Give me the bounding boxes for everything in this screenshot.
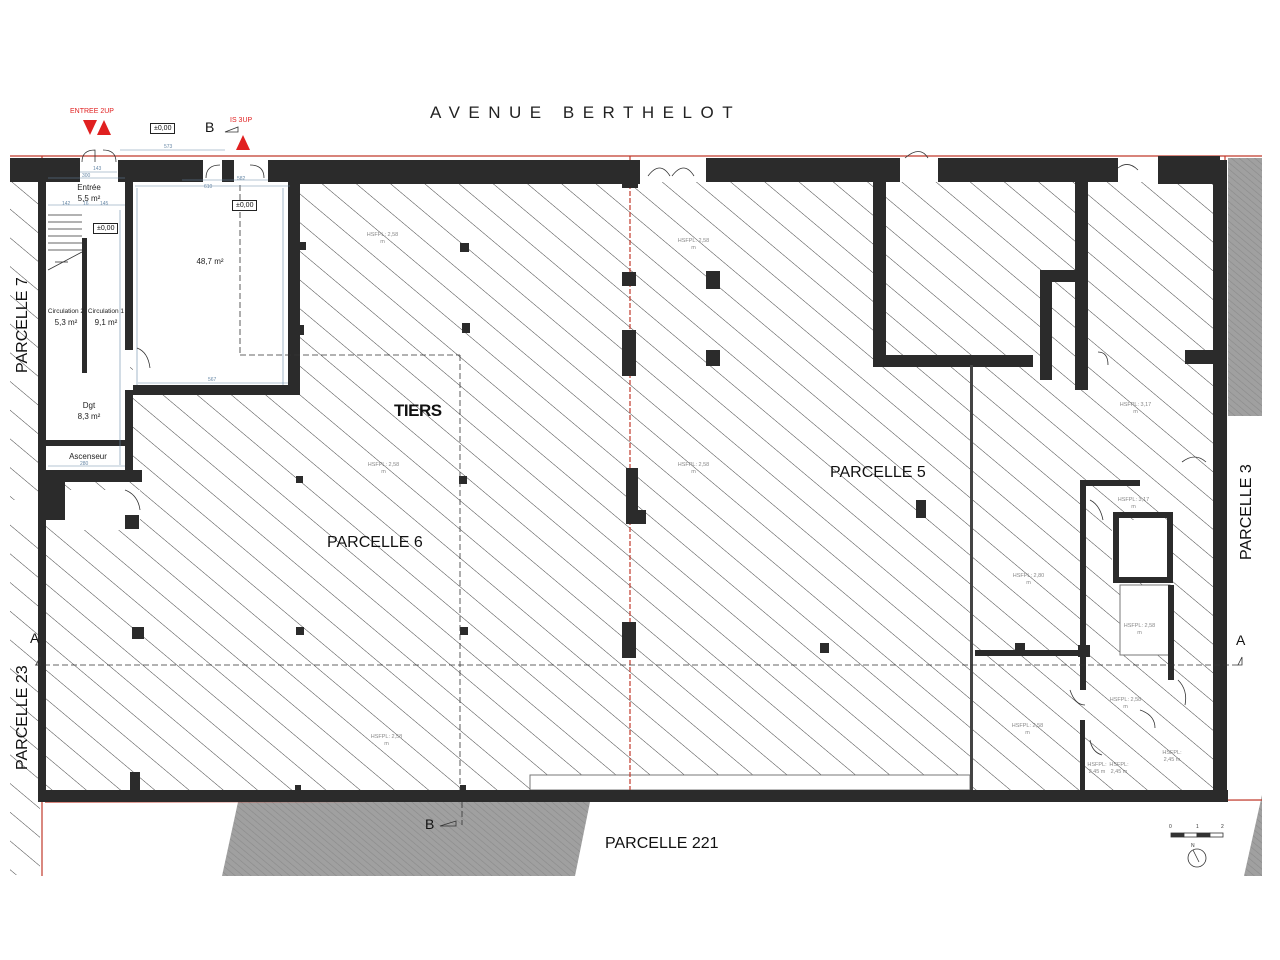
- staircase: [47, 214, 83, 271]
- dim-145: 145: [100, 201, 109, 207]
- north-arrow-icon: N: [1191, 843, 1195, 849]
- scale-bar: [1170, 832, 1224, 868]
- hsfpl-label: HSFPL: 2,45 m: [1087, 762, 1107, 775]
- section-b-top: B: [205, 119, 215, 135]
- parcel-221-label: PARCELLE 221: [605, 835, 719, 852]
- parcel-3-grey: [1228, 158, 1262, 416]
- scale-tick-1: 1: [1196, 824, 1199, 830]
- parcel-23-hatch: [10, 520, 40, 875]
- hsfpl-label: HSFPL: 2,45 m: [1162, 750, 1182, 763]
- parcel-se-grey: [1244, 795, 1262, 876]
- section-lines: [35, 185, 1240, 825]
- level-top: ±0,00: [150, 123, 176, 134]
- level-stair: ±0,00: [93, 223, 119, 234]
- dim-567: 567: [208, 377, 217, 383]
- section-a-right: A: [1236, 632, 1246, 648]
- dim-142: 142: [62, 201, 71, 207]
- street-name: AVENUE BERTHELOT: [430, 103, 742, 122]
- bottom-strip-white: [529, 774, 971, 791]
- dim-610: 610: [204, 184, 213, 190]
- entrance-block: [45, 160, 130, 470]
- scale-tick-2: 2: [1221, 824, 1224, 830]
- dim-573: 573: [164, 144, 173, 150]
- scale-tick-0: 0: [1169, 824, 1172, 830]
- level-room: ±0,00: [232, 200, 258, 211]
- tiers-label: TIERS: [394, 401, 442, 420]
- room-ascenseur: Ascenseur: [69, 452, 107, 461]
- parcel-7-hatch: [10, 160, 40, 500]
- section-a-left: A: [30, 630, 40, 646]
- dim-300: 300: [82, 173, 91, 179]
- room-main: 48,7 m²: [196, 257, 224, 266]
- door-swings: [81, 149, 1207, 756]
- parcel-23-label: PARCELLE 23: [14, 665, 31, 770]
- entrance-marker: ENTREE 2UP: [70, 108, 114, 115]
- parcel-221-grey: [222, 802, 590, 876]
- hsfpl-label: HSFPL: 2,45 m: [1109, 762, 1129, 775]
- dimension-lines: [48, 149, 290, 467]
- dim-280: 280: [80, 461, 89, 467]
- parcel-5-label: PARCELLE 5: [830, 464, 926, 481]
- dim-582: 582: [237, 176, 246, 182]
- room-48-white: [133, 182, 293, 389]
- parcel-7-label: PARCELLE 7: [14, 277, 31, 373]
- section-b-bottom: B: [425, 816, 435, 832]
- parcel-6-label: PARCELLE 6: [327, 534, 423, 551]
- is-marker: IS 3UP: [230, 117, 253, 124]
- dim-143: 143: [93, 166, 102, 172]
- dim-16: 16: [83, 201, 89, 207]
- parcel-3-label: PARCELLE 3: [1238, 464, 1255, 560]
- red-arrows: [83, 120, 250, 150]
